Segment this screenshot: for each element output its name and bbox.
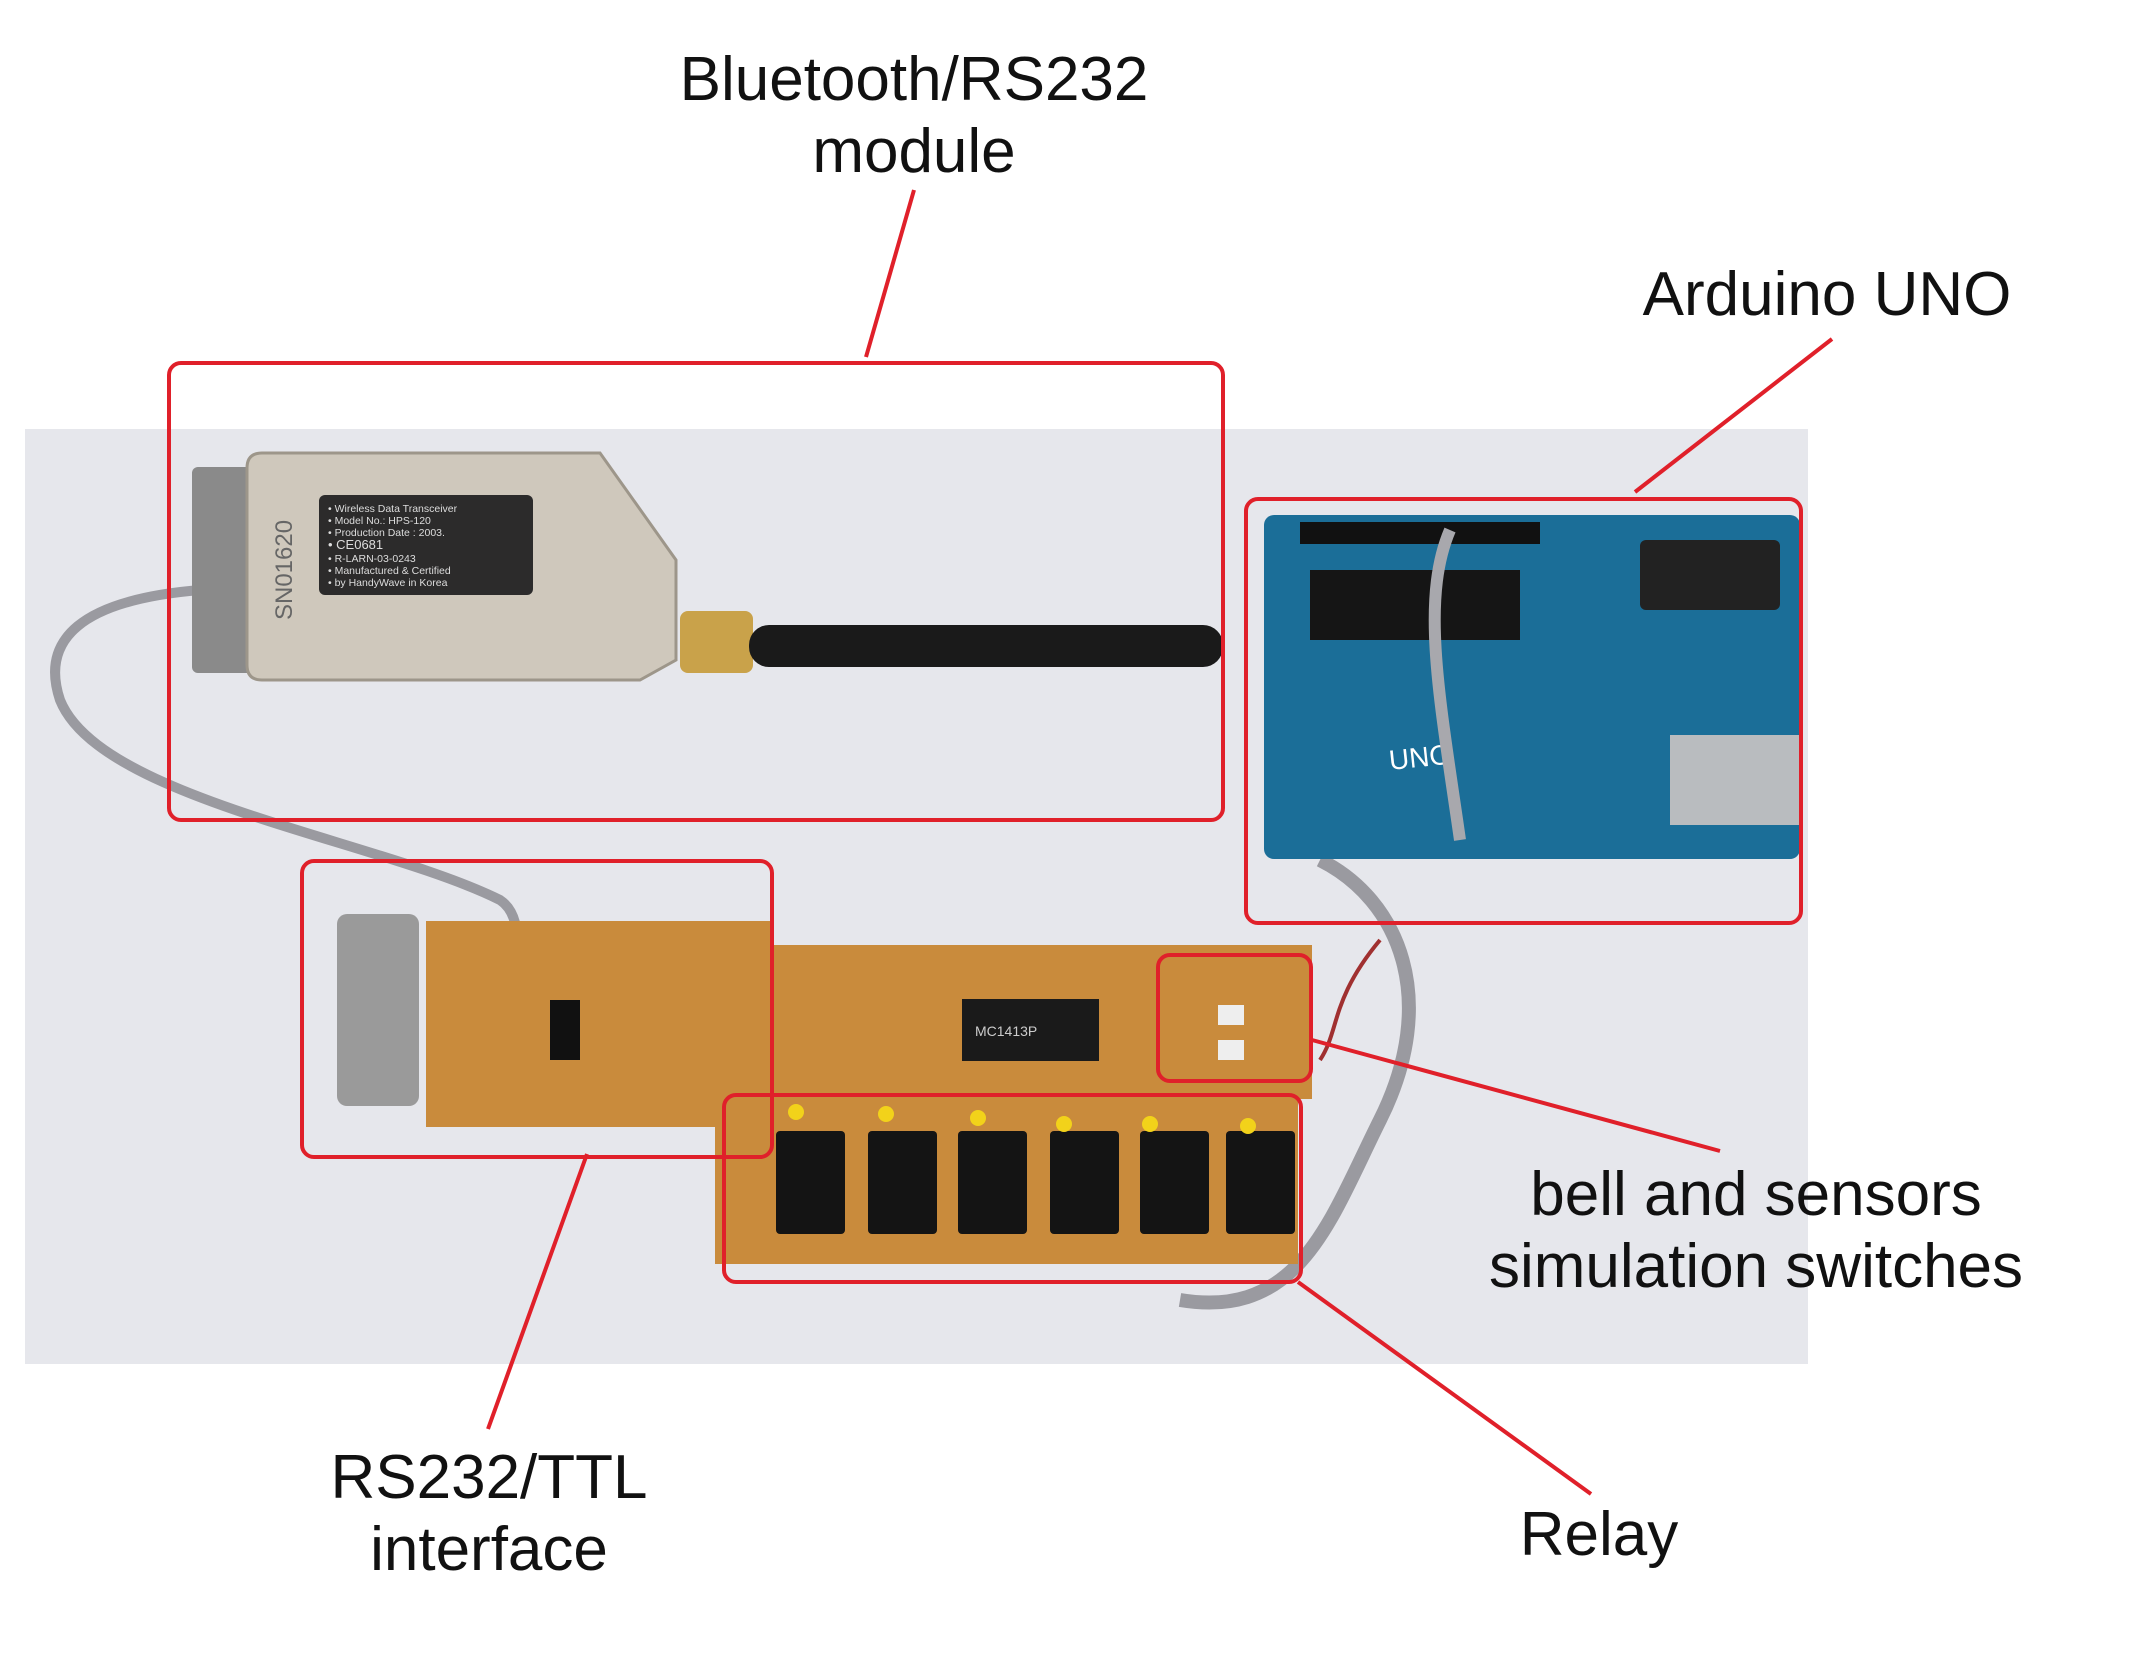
ic-marking: MC1413P — [975, 1023, 1037, 1039]
label-line: • by HandyWave in Korea — [328, 577, 448, 589]
label-line: Bluetooth/RS232 — [679, 45, 1149, 114]
label-line: RS232/TTL — [330, 1443, 648, 1512]
wire — [1318, 938, 1382, 1062]
label-line: • Wireless Data Transceiver — [328, 503, 458, 515]
box-rs232-interface — [300, 859, 774, 1159]
leader-line-relay — [1296, 1280, 1593, 1496]
label-line: • Manufactured & Certified — [328, 565, 451, 577]
arduino-board: UNO — [1264, 515, 1800, 859]
label-line: • CE0681 — [328, 537, 383, 552]
serial-number: SN01620 — [271, 520, 298, 620]
label-line: • Model No.: HPS-120 — [328, 515, 431, 527]
perfboards: MC1413P — [337, 914, 1312, 1264]
ribbon-cable — [1178, 853, 1416, 1310]
leader-line-rs232 — [486, 1153, 589, 1430]
label-rs232-interface: RS232/TTL interface — [330, 1442, 647, 1586]
antenna — [749, 625, 1223, 667]
label-relay: Relay — [1519, 1500, 1679, 1569]
label-arduino: Arduino UNO — [1642, 260, 2012, 329]
label-line: • Production Date : 2003. — [328, 527, 445, 539]
db9-connector — [337, 914, 419, 1106]
label-line: simulation switches — [1488, 1232, 2024, 1301]
leader-line-bluetooth — [864, 189, 916, 358]
leader-line-switches — [1311, 1038, 1721, 1153]
label-line: interface — [370, 1515, 608, 1584]
leader-line-arduino — [1633, 337, 1834, 494]
label-line: bell and sensors — [1530, 1160, 1982, 1229]
label-line: module — [812, 117, 1016, 186]
box-arduino — [1244, 497, 1803, 925]
bluetooth-module: • Wireless Data Transceiver • Model No.:… — [192, 451, 1223, 682]
label-bluetooth-module: Bluetooth/RS232 module — [680, 44, 1149, 188]
box-relay — [722, 1093, 1303, 1284]
label-switches: bell and sensors simulation switches — [1489, 1159, 2023, 1303]
box-switches — [1156, 953, 1313, 1083]
box-bluetooth-module — [167, 361, 1225, 822]
label-line: • R-LARN-03-0243 — [328, 553, 416, 565]
